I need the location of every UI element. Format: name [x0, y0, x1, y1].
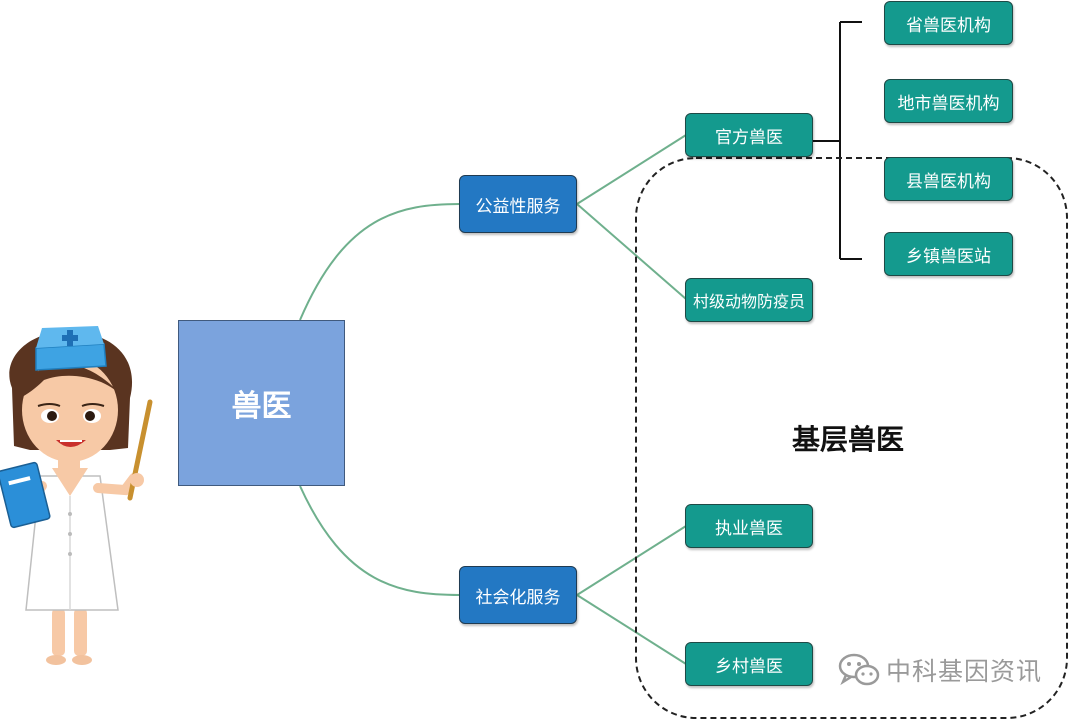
node-social-service: 社会化服务 — [459, 566, 577, 624]
connector-root-public — [299, 203, 461, 321]
root-node-veterinarian: 兽医 — [178, 320, 345, 486]
bracket-official-agencies — [812, 21, 862, 260]
wechat-icon — [838, 653, 880, 686]
node-township-station: 乡镇兽医站 — [884, 232, 1013, 276]
watermark: 中科基因资讯 — [838, 650, 1042, 690]
grassroots-region-label: 基层兽医 — [791, 423, 904, 456]
connector-public-official — [576, 134, 687, 205]
node-official-vet: 官方兽医 — [685, 113, 813, 157]
node-village-epidemic-worker: 村级动物防疫员 — [685, 278, 813, 322]
node-rural-vet: 乡村兽医 — [685, 642, 813, 686]
node-provincial-agency: 省兽医机构 — [884, 1, 1013, 45]
connector-public-village — [576, 203, 687, 300]
connector-social-licensed — [576, 525, 687, 596]
node-county-agency: 县兽医机构 — [884, 157, 1013, 201]
connector-root-social — [299, 485, 461, 596]
node-licensed-vet: 执业兽医 — [685, 504, 813, 548]
node-public-service: 公益性服务 — [459, 175, 577, 233]
nurse-cartoon-illustration — [0, 326, 153, 665]
connector-social-rural — [576, 594, 687, 665]
node-municipal-agency: 地市兽医机构 — [884, 79, 1013, 123]
grassroots-region-outline — [635, 157, 1068, 719]
watermark-text: 中科基因资讯 — [886, 657, 1043, 686]
